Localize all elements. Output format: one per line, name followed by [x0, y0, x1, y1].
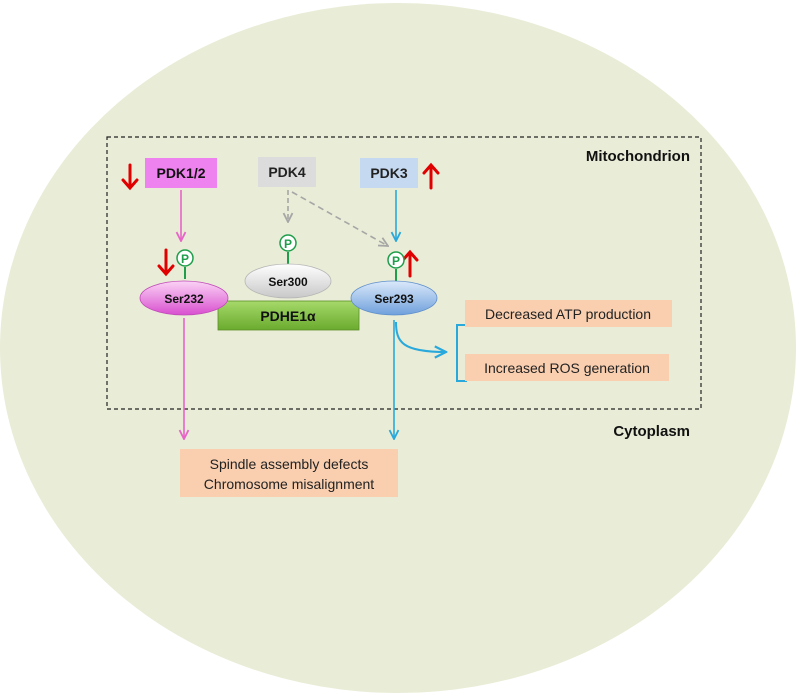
pdhe1a-bar	[217, 300, 360, 331]
ser232-phospho-label: P	[181, 252, 189, 266]
pdk4-label: PDK4	[268, 164, 306, 180]
pdk4-to-ser293-arrow	[291, 191, 388, 246]
ser232-label: Ser232	[164, 292, 204, 306]
ser293-label: Ser293	[374, 292, 414, 306]
mitochondrion-label: Mitochondrion	[586, 148, 690, 165]
ser232-phospho-marker: P	[176, 249, 194, 279]
spindle-defects-box	[180, 449, 398, 497]
pdhe1a-label: PDHE1α	[260, 308, 316, 324]
ser300-site	[244, 263, 332, 299]
ser293-phospho-label: P	[392, 254, 400, 268]
ser293-to-metabolism-arrow	[395, 321, 446, 352]
pdk12-down-arrow	[121, 163, 139, 191]
increased-ros-label: Increased ROS generation	[484, 360, 650, 376]
pdk3-box	[360, 158, 418, 188]
pdk12-box	[145, 158, 217, 188]
decreased-atp-box	[465, 300, 672, 327]
spindle-defects-label: Spindle assembly defects	[210, 456, 369, 472]
ser300-phospho-label: P	[284, 237, 292, 251]
decreased-atp-label: Decreased ATP production	[485, 306, 651, 322]
mitochondrion-boundary	[106, 136, 702, 410]
ser300-label: Ser300	[268, 275, 308, 289]
cell-body	[0, 3, 796, 693]
pdk3-up-arrow	[422, 162, 440, 190]
pdk3-label: PDK3	[370, 165, 408, 181]
cytoplasm-label: Cytoplasm	[613, 423, 690, 440]
ser300-phospho-marker: P	[279, 234, 297, 264]
chromosome-misalignment-label: Chromosome misalignment	[204, 476, 375, 492]
ser232-down-arrow	[157, 248, 175, 277]
pdk12-label: PDK1/2	[156, 165, 205, 181]
ser293-phospho-marker: P	[387, 251, 405, 281]
outcome-bracket	[456, 324, 467, 382]
ser293-site	[350, 280, 438, 316]
ser293-up-arrow	[401, 249, 419, 278]
increased-ros-box	[465, 354, 669, 381]
ser232-site	[139, 280, 229, 316]
pdk4-box	[258, 157, 316, 187]
